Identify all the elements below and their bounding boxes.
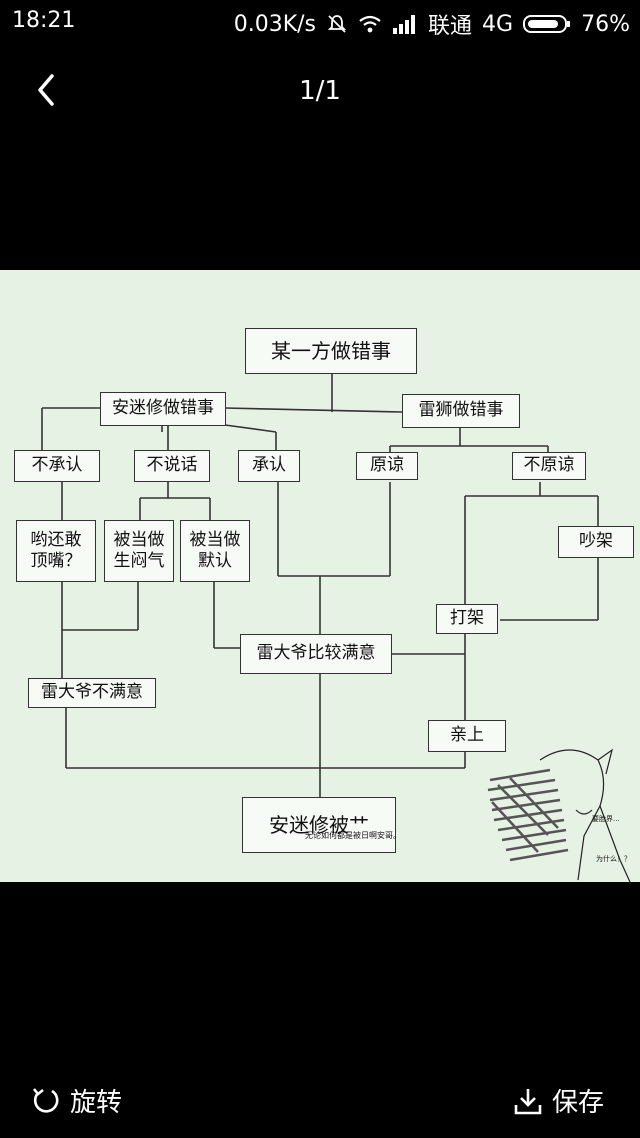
node-root: 某一方做错事 bbox=[245, 328, 417, 374]
node-unsatisfied: 雷大爷不满意 bbox=[28, 678, 156, 708]
node-reis-wrong: 雷狮做错事 bbox=[402, 394, 520, 428]
status-time: 18:21 bbox=[12, 8, 76, 33]
node-silent: 不说话 bbox=[134, 450, 210, 482]
battery-level: 76% bbox=[581, 11, 630, 37]
node-satisfied: 雷大爷比较满意 bbox=[240, 634, 392, 674]
node-forgive: 原谅 bbox=[356, 452, 418, 480]
image-view[interactable]: 某一方做错事 安迷修做错事 雷狮做错事 不承认 不说话 承认 原谅 不原谅 哟还… bbox=[0, 270, 640, 882]
save-label: 保存 bbox=[552, 1088, 605, 1118]
flowchart-connectors bbox=[41, 366, 599, 797]
back-arrow-icon[interactable] bbox=[28, 70, 68, 110]
download-icon bbox=[514, 1088, 542, 1114]
node-amis-wrong: 安迷修做错事 bbox=[100, 392, 226, 426]
network-speed: 0.03K/s bbox=[233, 11, 317, 37]
sketch-text-2: 为什么！？ bbox=[596, 855, 631, 863]
node-final: 安迷修被艹 bbox=[242, 797, 396, 853]
rotate-button[interactable]: 旋转 bbox=[30, 1082, 122, 1119]
rotate-label: 旋转 bbox=[70, 1088, 123, 1118]
node-admit: 承认 bbox=[238, 450, 300, 482]
node-talkback: 哟还敢顶嘴？ bbox=[16, 520, 96, 582]
status-bar: 18:21 0.03K/s 联通 4G 76% bbox=[0, 0, 640, 44]
mute-icon bbox=[327, 15, 347, 33]
node-tacit: 被当做默认 bbox=[180, 520, 250, 582]
page-indicator: 1/1 bbox=[299, 76, 341, 106]
flowchart-caption: 无论如何都是被日啊安哥。 bbox=[305, 831, 401, 840]
wifi-icon bbox=[359, 15, 381, 33]
node-kiss: 亲上 bbox=[428, 720, 506, 752]
viewer-bottom-bar: 旋转 保存 bbox=[0, 1060, 640, 1138]
status-right: 0.03K/s 联通 4G 76% bbox=[234, 8, 630, 40]
network-type: 4G bbox=[482, 11, 514, 37]
carrier: 联通 bbox=[428, 14, 473, 39]
save-button[interactable]: 保存 bbox=[512, 1082, 604, 1119]
signal-icon bbox=[393, 15, 416, 34]
node-quarrel: 吵架 bbox=[558, 526, 634, 558]
sketch-text-1: 要脸界... bbox=[592, 815, 620, 823]
rotate-icon bbox=[32, 1087, 59, 1113]
battery-icon bbox=[523, 15, 571, 33]
node-not-forgive: 不原谅 bbox=[512, 452, 586, 480]
node-fight: 打架 bbox=[436, 604, 498, 634]
viewer-top-bar: 1/1 bbox=[0, 60, 640, 120]
character-sketch bbox=[487, 748, 631, 882]
node-sulking: 被当做生闷气 bbox=[104, 520, 174, 582]
node-not-admit: 不承认 bbox=[14, 450, 100, 482]
